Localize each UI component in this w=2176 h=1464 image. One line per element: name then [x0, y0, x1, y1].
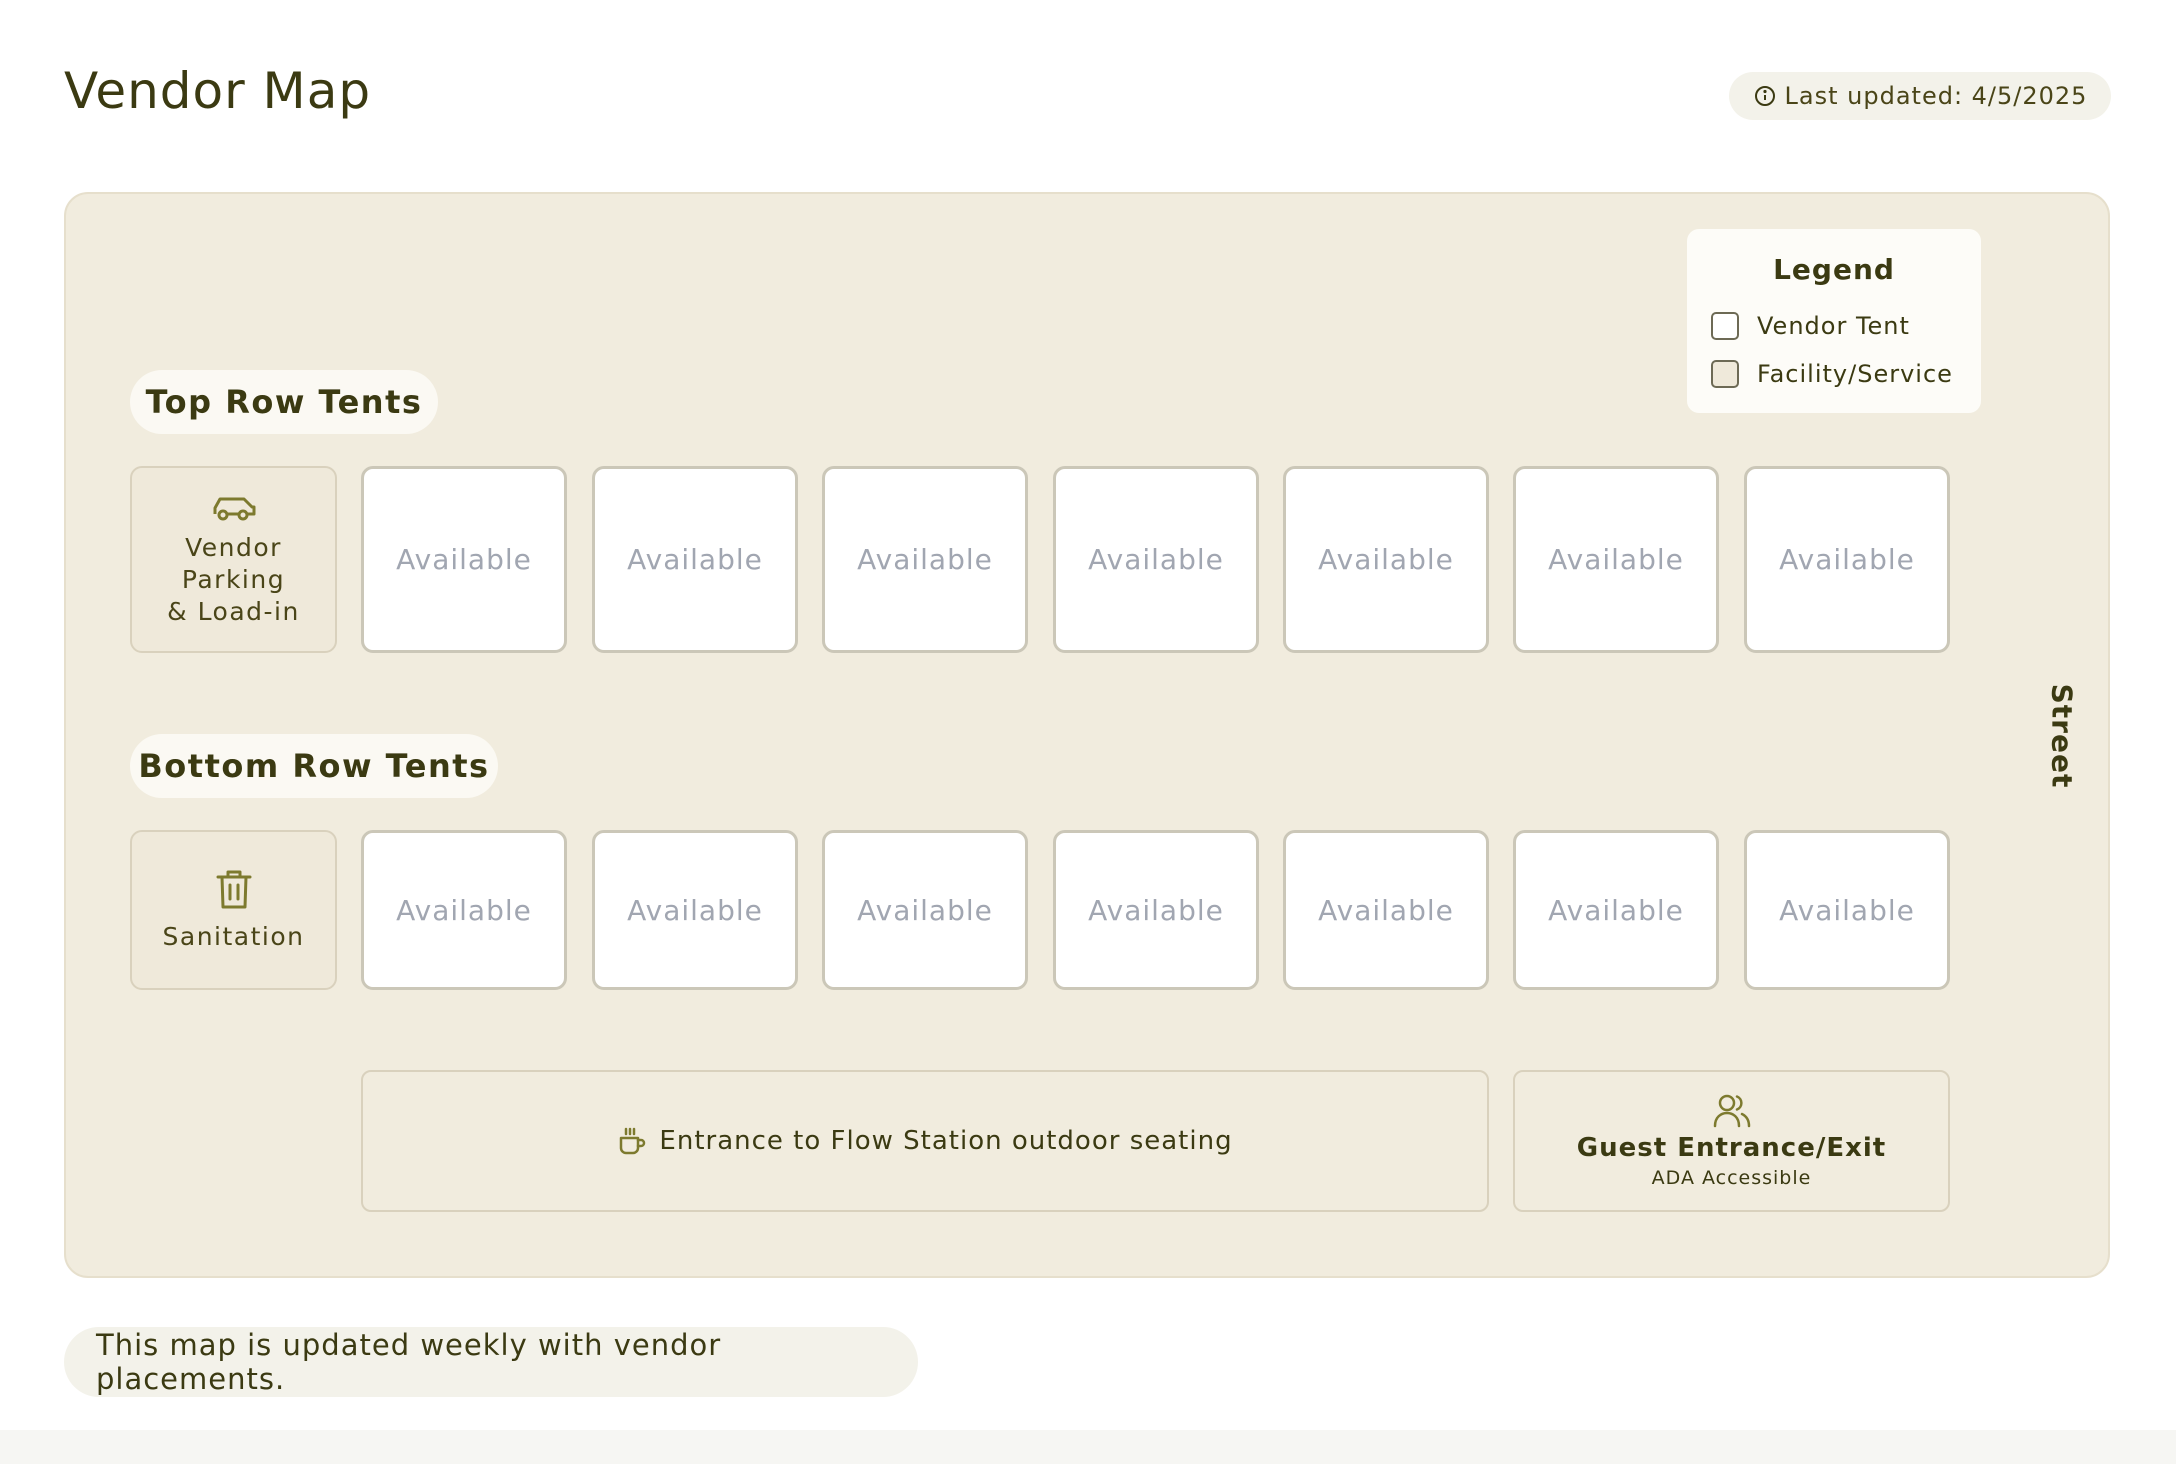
bottom-tent-7[interactable]: Available: [1744, 830, 1950, 990]
entrance-label: Entrance to Flow Station outdoor seating: [659, 1126, 1233, 1156]
top-tent-7[interactable]: Available: [1744, 466, 1950, 653]
car-icon: [213, 497, 255, 520]
sanitation-tile[interactable]: Sanitation: [130, 830, 337, 990]
legend-title: Legend: [1773, 253, 1895, 286]
vendor-tent-swatch: [1711, 312, 1739, 340]
top-tent-6[interactable]: Available: [1513, 466, 1719, 653]
guest-entrance-exit[interactable]: Guest Entrance/Exit ADA Accessible: [1513, 1070, 1950, 1212]
facility-label-line: & Load-in: [167, 596, 300, 626]
top-tent-5[interactable]: Available: [1283, 466, 1489, 653]
bottom-row-label: Bottom Row Tents: [130, 734, 498, 798]
bottom-tent-4[interactable]: Available: [1053, 830, 1259, 990]
ada-accessible-label: ADA Accessible: [1651, 1167, 1812, 1189]
page-title: Vendor Map: [64, 62, 372, 120]
legend-item-facility: Facility/Service: [1711, 350, 1957, 398]
trash-icon: [216, 870, 251, 909]
bottom-tent-2[interactable]: Available: [592, 830, 798, 990]
legend-item-label: Facility/Service: [1757, 360, 1953, 388]
top-tent-3[interactable]: Available: [822, 466, 1028, 653]
footer-note: This map is updated weekly with vendor p…: [64, 1327, 918, 1397]
bottom-tent-3[interactable]: Available: [822, 830, 1028, 990]
top-row-label: Top Row Tents: [130, 370, 438, 434]
legend: Legend Vendor Tent Facility/Service: [1687, 229, 1981, 413]
last-updated-badge: Last updated: 4/5/2025: [1729, 72, 2111, 120]
facility-label-line: Parking: [181, 564, 286, 594]
street-label: Street: [2045, 683, 2079, 789]
legend-item-vendor-tent: Vendor Tent: [1711, 302, 1957, 350]
vendor-parking-tile[interactable]: Vendor Parking & Load-in: [130, 466, 337, 653]
facility-label-line: Vendor: [185, 532, 282, 562]
guest-entrance-title: Guest Entrance/Exit: [1576, 1133, 1887, 1163]
last-updated-text: Last updated: 4/5/2025: [1784, 82, 2088, 110]
sanitation-label: Sanitation: [162, 922, 305, 951]
top-tent-4[interactable]: Available: [1053, 466, 1259, 653]
top-tent-1[interactable]: Available: [361, 466, 567, 653]
bottom-tent-6[interactable]: Available: [1513, 830, 1719, 990]
coffee-cup-icon: [620, 1127, 646, 1155]
info-circle-icon: [1754, 86, 1775, 106]
users-icon: [1713, 1094, 1750, 1128]
bottom-strip: [0, 1430, 2176, 1464]
top-tent-2[interactable]: Available: [592, 466, 798, 653]
legend-item-label: Vendor Tent: [1757, 312, 1910, 340]
bottom-tent-5[interactable]: Available: [1283, 830, 1489, 990]
flow-station-entrance[interactable]: Entrance to Flow Station outdoor seating: [361, 1070, 1489, 1212]
facility-swatch: [1711, 360, 1739, 388]
bottom-tent-1[interactable]: Available: [361, 830, 567, 990]
